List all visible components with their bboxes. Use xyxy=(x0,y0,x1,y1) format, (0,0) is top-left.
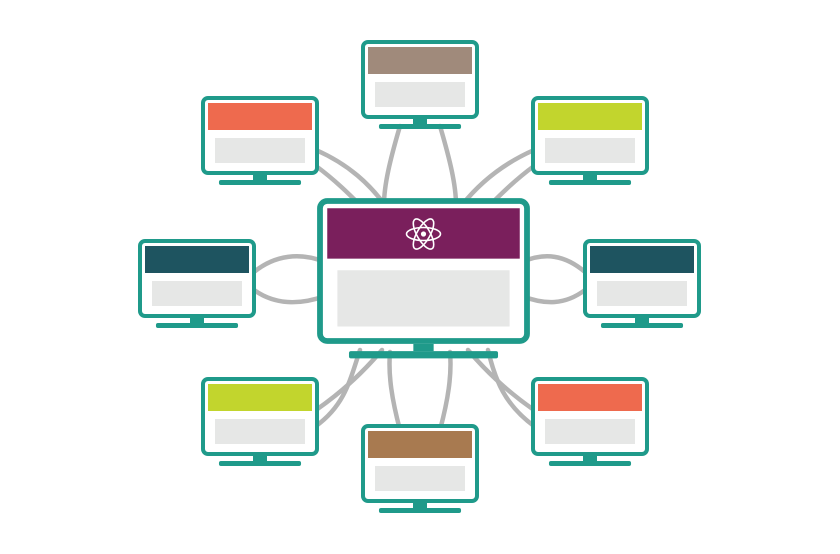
monitor-top-right xyxy=(531,96,649,185)
connector-line xyxy=(519,254,588,275)
monitor-neck xyxy=(413,343,434,352)
monitor-base xyxy=(548,461,632,466)
monitor-base xyxy=(600,323,684,328)
connector-line xyxy=(485,347,537,429)
monitor-content xyxy=(375,82,465,107)
monitor-content xyxy=(337,270,510,327)
monitor-right xyxy=(583,239,701,328)
monitor-header xyxy=(538,103,642,130)
monitor-content xyxy=(545,138,635,163)
monitor-bottom-left xyxy=(201,377,319,466)
monitor-header xyxy=(145,246,249,273)
hub-monitor-body xyxy=(317,198,530,359)
connector-line xyxy=(381,123,403,208)
connector-line xyxy=(437,123,459,208)
monitor-content xyxy=(545,419,635,444)
connector-line xyxy=(313,347,363,429)
hub-monitor xyxy=(317,198,530,359)
monitor-content xyxy=(375,466,465,491)
monitor-base xyxy=(378,124,462,129)
connectors xyxy=(251,123,588,433)
connector-line xyxy=(387,349,403,433)
monitor-left xyxy=(138,239,256,328)
monitor-neck xyxy=(253,175,267,180)
monitor-base xyxy=(155,323,239,328)
monitor-header xyxy=(368,431,472,458)
connector-line xyxy=(251,254,328,275)
monitor-header xyxy=(208,384,312,411)
monitor-header xyxy=(538,384,642,411)
connector-line xyxy=(437,349,453,433)
monitor-neck xyxy=(253,456,267,461)
monitor-bottom-right xyxy=(531,377,649,466)
monitor-content xyxy=(152,281,242,306)
monitor-neck xyxy=(583,456,597,461)
monitor-base xyxy=(218,461,302,466)
monitor-base xyxy=(218,180,302,185)
monitor-header xyxy=(368,47,472,74)
monitor-top xyxy=(361,40,479,129)
monitor-neck xyxy=(583,175,597,180)
monitor-base xyxy=(348,351,499,359)
connector-line xyxy=(465,347,537,413)
monitor-base xyxy=(548,180,632,185)
monitor-content xyxy=(215,138,305,163)
monitors xyxy=(138,40,701,513)
monitor-content xyxy=(597,281,687,306)
monitor-neck xyxy=(413,503,427,508)
monitor-bottom xyxy=(361,424,479,513)
monitor-base xyxy=(378,508,462,513)
monitor-neck xyxy=(413,119,427,124)
connector-line xyxy=(519,287,588,305)
connector-line xyxy=(251,287,328,305)
atom-icon xyxy=(405,218,442,250)
monitor-content xyxy=(215,419,305,444)
monitor-header xyxy=(590,246,694,273)
monitor-top-left xyxy=(201,96,319,185)
monitor-neck xyxy=(635,318,649,323)
monitor-neck xyxy=(190,318,204,323)
monitor-header xyxy=(208,103,312,130)
